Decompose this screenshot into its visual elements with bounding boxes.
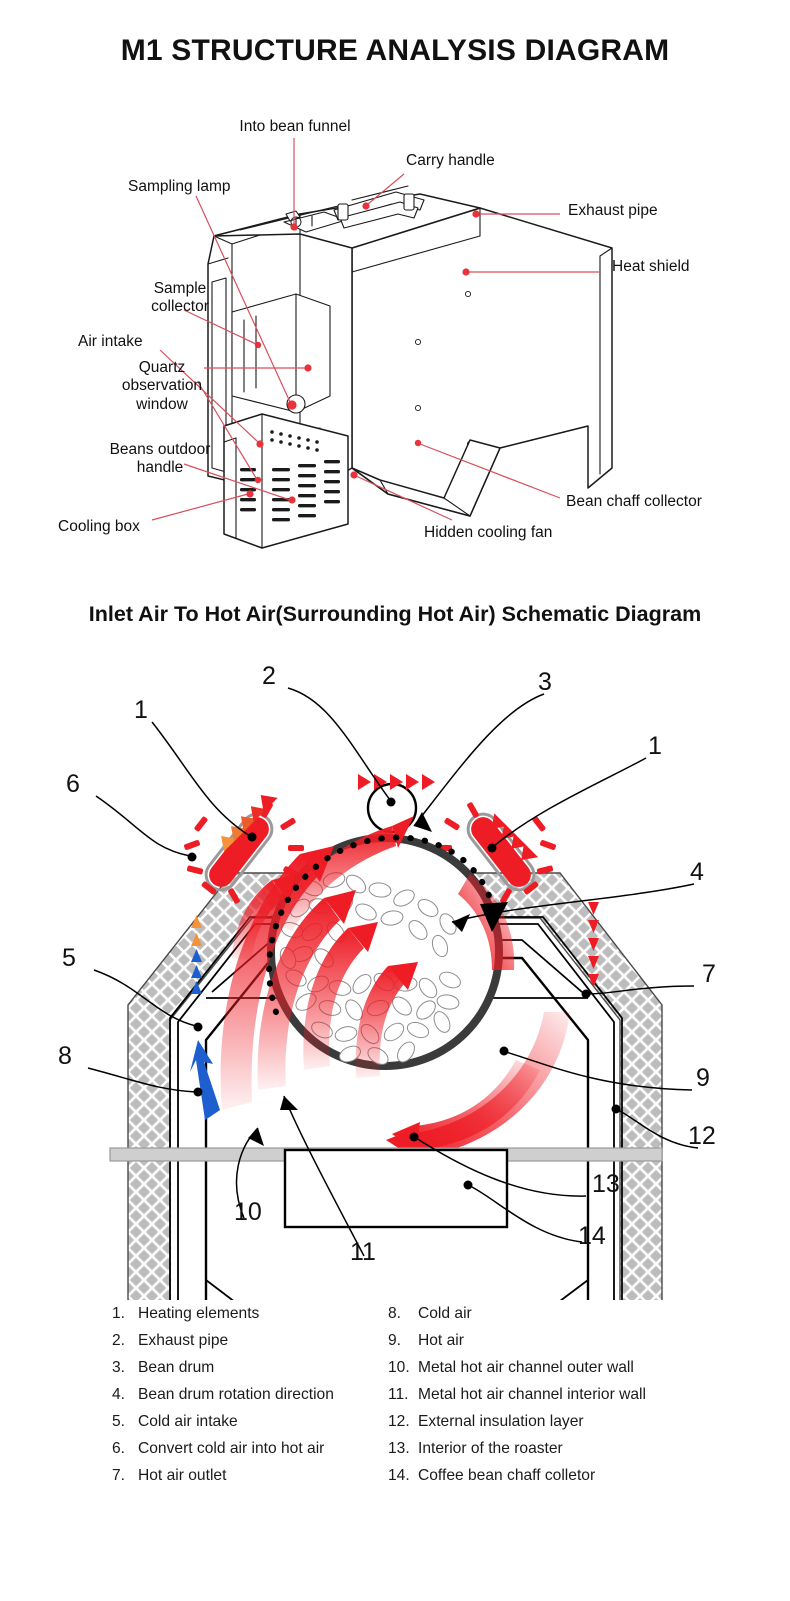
legend-item-14: 14. Coffee bean chaff colletor — [388, 1467, 728, 1485]
legend-number: 4. — [112, 1386, 126, 1403]
legend-label: Bean drum — [138, 1359, 215, 1376]
legend-number: 14. — [388, 1467, 410, 1484]
schematic-num-4: 4 — [690, 858, 704, 886]
legend-number: 10. — [388, 1359, 410, 1376]
schematic-num-9: 9 — [696, 1064, 710, 1092]
callout-bean-chaff-collector: Bean chaff collector — [566, 493, 702, 510]
legend-label: Metal hot air channel outer wall — [418, 1359, 634, 1376]
legend-number: 11. — [388, 1386, 409, 1403]
schematic-num-8: 8 — [58, 1042, 72, 1070]
schematic-num-13: 13 — [592, 1170, 620, 1198]
bean-drum-rotation-arrow — [266, 834, 508, 1015]
legend-label: Convert cold air into hot air — [138, 1440, 325, 1457]
legend-number: 2. — [112, 1332, 126, 1349]
legend-item-7: 7. Hot air outlet — [112, 1467, 402, 1485]
schematic-num-12: 12 — [688, 1122, 716, 1150]
legend-label: Bean drum rotation direction — [138, 1386, 334, 1403]
callout-carry-handle: Carry handle — [406, 152, 495, 169]
legend-label: Coffee bean chaff colletor — [418, 1467, 596, 1484]
legend-column-right: 8. Cold air 9. Hot air 10. Metal hot air… — [388, 1305, 728, 1494]
legend-label: Hot air outlet — [138, 1467, 227, 1484]
legend-number: 12. — [388, 1413, 410, 1430]
legend-number: 8. — [388, 1305, 402, 1322]
callout-beans-outdoor-handle: Beans outdoor handle — [109, 441, 211, 477]
legend-label: Cold air — [418, 1305, 472, 1322]
legend-label: External insulation layer — [418, 1413, 584, 1430]
schematic-num-2: 2 — [262, 662, 276, 690]
cold-air-intake-arrows — [191, 915, 202, 994]
legend-number: 7. — [112, 1467, 126, 1484]
legend-item-13: 13. Interior of the roaster — [388, 1440, 728, 1458]
hot-air-arrows-right-top — [491, 813, 539, 861]
airflow-schematic-diagram: .k { fill:none; stroke:#000; stroke-widt… — [58, 662, 716, 1300]
carry-handle-part — [333, 185, 425, 229]
schematic-num-7: 7 — [702, 960, 716, 988]
page-title: M1 STRUCTURE ANALYSIS DIAGRAM — [120, 34, 670, 67]
legend-label: Hot air — [418, 1332, 464, 1349]
schematic-num-5: 5 — [62, 944, 76, 972]
schematic-num-1-right: 1 — [648, 732, 662, 760]
exploded-roaster-diagram: .ln { fill:none; stroke:#1b1b1b; stroke-… — [151, 138, 613, 549]
schematic-number-labels: 1 2 3 1 6 4 5 7 8 9 12 13 10 14 11 — [58, 662, 716, 1266]
legend-number: 13. — [388, 1440, 410, 1457]
callout-sample-collector: Sample collector — [151, 280, 209, 316]
legend-item-2: 2. Exhaust pipe — [112, 1332, 402, 1350]
interior-funnel-walls — [205, 1279, 589, 1300]
legend-label: Exhaust pipe — [138, 1332, 229, 1349]
legend-item-10: 10. Metal hot air channel outer wall — [388, 1359, 728, 1377]
legend-item-1: 1. Heating elements — [112, 1305, 402, 1323]
legend-item-3: 3. Bean drum — [112, 1359, 402, 1377]
legend-number: 5. — [112, 1413, 126, 1430]
legend-item-4: 4. Bean drum rotation direction — [112, 1386, 402, 1404]
cold-air-arrow — [190, 1040, 220, 1120]
convert-cold-to-hot-arrows-left — [221, 794, 278, 852]
legend-column-left: 1. Heating elements 2. Exhaust pipe 3. B… — [112, 1305, 402, 1494]
section-title-schematic: Inlet Air To Hot Air(Surrounding Hot Air… — [88, 602, 702, 626]
exhaust-flow-arrows — [358, 774, 435, 790]
legend-label: Interior of the roaster — [418, 1440, 563, 1457]
schematic-leader-lines — [87, 687, 699, 1257]
legend-number: 6. — [112, 1440, 126, 1457]
legend-item-12: 12. External insulation layer — [388, 1413, 728, 1431]
callout-exhaust-pipe: Exhaust pipe — [568, 202, 658, 219]
legend-number: 9. — [388, 1332, 402, 1349]
hot-air-outlet-arrows — [588, 902, 599, 987]
callout-heat-shield: Heat shield — [612, 258, 690, 275]
bean-chaff-collector-part — [351, 439, 501, 517]
schematic-num-11: 11 — [350, 1238, 376, 1266]
legend: 1. Heating elements 2. Exhaust pipe 3. B… — [0, 1305, 790, 1535]
schematic-num-10: 10 — [234, 1198, 262, 1226]
legend-label: Metal hot air channel interior wall — [418, 1386, 646, 1403]
schematic-num-6: 6 — [66, 770, 80, 798]
callout-cooling-box: Cooling box — [58, 518, 140, 535]
callout-air-intake: Air intake — [78, 333, 143, 350]
legend-item-8: 8. Cold air — [388, 1305, 728, 1323]
legend-number: 1. — [112, 1305, 126, 1322]
legend-label: Heating elements — [138, 1305, 260, 1322]
legend-label: Cold air intake — [138, 1413, 238, 1430]
callout-hidden-cooling-fan: Hidden cooling fan — [424, 524, 553, 541]
callout-quartz-observation-window: Quartz observation window — [121, 359, 203, 413]
schematic-num-1-left: 1 — [134, 696, 148, 724]
legend-item-5: 5. Cold air intake — [112, 1413, 402, 1431]
legend-item-11: 11. Metal hot air channel interior wall — [388, 1386, 728, 1404]
callout-into-bean-funnel: Into bean funnel — [239, 118, 351, 135]
cooling-box-part — [223, 413, 349, 549]
legend-item-6: 6. Convert cold air into hot air — [112, 1440, 402, 1458]
schematic-num-3: 3 — [538, 668, 552, 696]
callout-sampling-lamp: Sampling lamp — [128, 178, 231, 195]
legend-item-9: 9. Hot air — [388, 1332, 728, 1350]
legend-number: 3. — [112, 1359, 126, 1376]
leader-lines — [151, 138, 600, 521]
schematic-num-14: 14 — [578, 1222, 606, 1250]
